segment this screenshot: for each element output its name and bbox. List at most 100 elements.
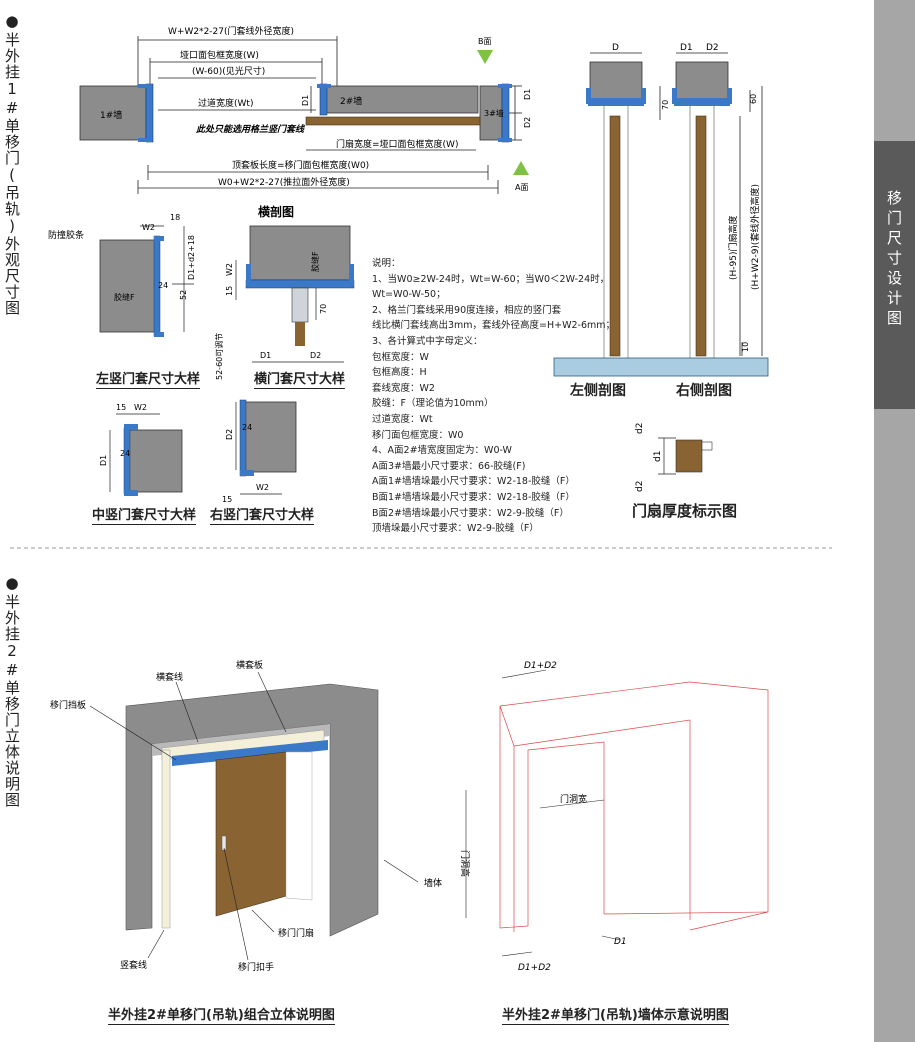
wall-2-label: 2#墙 — [340, 95, 362, 107]
note-line: Wt=W0-W-50； — [372, 289, 446, 301]
note-line: 2、格兰门套线采用90度连接，相应的竖门套 — [372, 304, 562, 316]
right-jamb-15: 15 — [222, 495, 232, 504]
mid-jamb-15: 15 — [116, 403, 126, 412]
iso-handle: 移门扣手 — [238, 961, 274, 973]
iso-head-board: 横套板 — [236, 659, 263, 671]
head-70: 70 — [319, 304, 328, 314]
head-glue: 胶缝F — [310, 251, 320, 272]
dim-clear-width: (W-60)(见光尺寸) — [192, 65, 265, 77]
dim-opening-width: 垭口面包框宽度(W) — [180, 49, 259, 61]
left-jamb-w2: W2 — [142, 223, 155, 232]
dim-top-board: 顶套板长度=移门面包框宽度(W0) — [232, 159, 369, 171]
iso-wireframe — [499, 681, 769, 932]
left-jamb-detail — [99, 225, 194, 337]
wall-3-label: 3#墙 — [484, 108, 504, 118]
side-d2: D2 — [706, 43, 719, 53]
head-detail-title: 横门套尺寸大样 — [254, 368, 346, 389]
section2-bullet: ● — [3, 574, 21, 593]
left-jamb-title: 左竖门套尺寸大样 — [96, 368, 201, 389]
mid-jamb-24: 24 — [120, 449, 130, 458]
iso-leaf: 移门门扇 — [278, 927, 314, 939]
section1-bullet: ● — [3, 12, 21, 31]
wire-opening-width: 门洞宽 — [560, 793, 587, 805]
dim-passage-width: 过道宽度(Wt) — [198, 97, 253, 109]
wire-d1: D1 — [614, 937, 627, 947]
flange-note: 此处只能选用格兰竖门套线 — [196, 124, 305, 135]
iso-wall-title: 半外挂2#单移门(吊轨)墙体示意说明图 — [502, 1004, 729, 1025]
thickness-detail — [658, 437, 713, 475]
mid-jamb-d1: D1 — [99, 455, 108, 466]
head-d2: D2 — [310, 351, 321, 360]
right-section-title: 右侧剖图 — [676, 383, 732, 399]
iso-jamb-trim: 竖套线 — [120, 959, 147, 971]
left-jamb-18: 18 — [170, 213, 180, 222]
side-sections — [553, 52, 769, 377]
section1-title: 半外挂1#单移门(吊轨)外观尺寸图 — [3, 32, 21, 316]
mid-jamb-w2: W2 — [134, 403, 147, 412]
note-line: 套线宽度：W2 — [372, 382, 435, 394]
top-d1-inner: D1 — [301, 95, 310, 106]
note-line: 胶缝：F（理论值为10mm） — [372, 398, 494, 410]
side-d: D — [612, 43, 619, 53]
dim-outer-width: W+W2*2-27(门套线外径宽度) — [168, 25, 294, 37]
face-b-label: B面 — [478, 37, 492, 46]
right-jamb-d2: D2 — [225, 429, 234, 440]
wire-opening-height: 门洞高 — [459, 850, 471, 877]
right-jamb-detail — [235, 399, 297, 495]
wire-d1d2-top: D1+D2 — [524, 661, 557, 671]
side-70: 70 — [661, 100, 670, 110]
note-line: 移门面包框宽度：W0 — [372, 429, 464, 441]
left-jamb-glue: 胶缝F — [114, 292, 135, 302]
head-section-title: 横剖图 — [258, 204, 294, 219]
left-jamb-strip-label: 防撞胶条 — [48, 229, 84, 241]
thickness-d1: d1 — [653, 451, 663, 462]
iso-head-trim: 横套线 — [156, 671, 183, 683]
thickness-d2-bottom: d2 — [635, 481, 645, 492]
note-line: 1、当W0≥2W-24时，Wt=W-60；当W0＜2W-24时， — [372, 273, 610, 285]
left-jamb-d1d2: D1+d2+18 — [187, 235, 196, 280]
iso-assembly — [89, 671, 419, 961]
head-15: 15 — [225, 286, 234, 296]
left-section-title: 左侧剖图 — [570, 383, 626, 399]
note-line: 说明： — [372, 258, 401, 269]
side-tab-active[interactable] — [874, 141, 915, 409]
left-jamb-52: 52 — [179, 290, 188, 300]
mid-jamb-detail — [109, 413, 183, 496]
note-line: B面1#墙墙垛最小尺寸要求：W2-18-胶缝（F） — [372, 491, 575, 503]
note-line: 包框高度：H — [372, 367, 427, 379]
mid-jamb-title: 中竖门套尺寸大样 — [92, 504, 197, 525]
wire-d1d2-bottom: D1+D2 — [518, 963, 551, 973]
side-leaf-height: (H-95)门扇高度 — [727, 216, 739, 281]
right-jamb-w2: W2 — [256, 483, 269, 492]
top-d2: D2 — [523, 117, 532, 128]
side-d1: D1 — [680, 43, 693, 53]
top-d1: D1 — [523, 89, 532, 100]
section2-title: 半外挂2#单移门立体说明图 — [3, 594, 21, 808]
note-line: 过道宽度：Wt — [372, 413, 433, 425]
side-tab-label: 移门尺寸设计图 — [885, 190, 903, 330]
wall-1-label: 1#墙 — [100, 109, 122, 121]
iso-assembly-title: 半外挂2#单移门(吊轨)组合立体说明图 — [108, 1004, 335, 1025]
face-a-label: A面 — [515, 183, 528, 192]
note-line: B面2#墙墙垛最小尺寸要求：W2-9-胶缝（F） — [372, 507, 569, 519]
top-plan — [79, 36, 529, 194]
left-jamb-24: 24 — [158, 281, 168, 290]
thickness-title: 门扇厚度标示图 — [632, 502, 738, 520]
head-detail — [235, 225, 355, 363]
note-line: 包框宽度：W — [372, 351, 429, 363]
side-60: 60 — [749, 94, 758, 104]
iso-wall: 墙体 — [424, 877, 442, 889]
head-w2: W2 — [225, 263, 234, 276]
thickness-d2-top: d2 — [635, 423, 645, 434]
head-adjustable: 52-60可调节 — [215, 333, 224, 380]
note-line: A面1#墙墙垛最小尺寸要求：W2-18-胶缝（F） — [372, 476, 575, 488]
note-line: 4、A面2#墙宽度固定为：W0-W — [372, 445, 512, 457]
side-frame-height: (H+W2-9)(套线外径高度) — [749, 184, 761, 290]
note-line: 线比横门套线高出3mm，套线外径高度=H+W2-6mm； — [372, 320, 616, 332]
iso-stopper: 移门挡板 — [50, 699, 86, 711]
dim-leaf-width: 门扇宽度=垭口面包框宽度(W) — [336, 138, 458, 150]
right-jamb-24: 24 — [242, 423, 252, 432]
dim-push-width: W0+W2*2-27(推拉面外径宽度) — [218, 176, 350, 188]
head-d1: D1 — [260, 351, 271, 360]
